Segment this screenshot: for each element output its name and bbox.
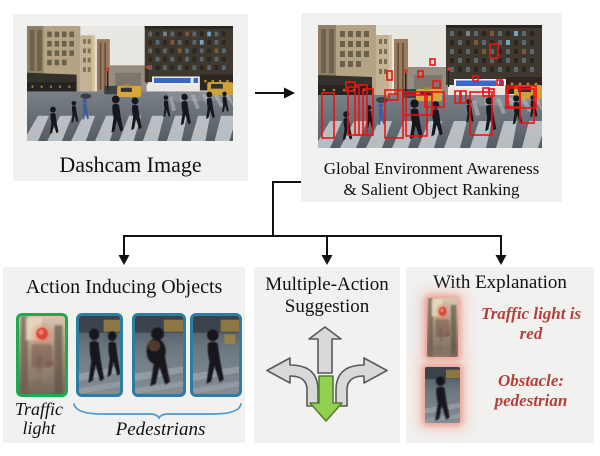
dashcam-photo	[27, 26, 233, 141]
suggestion-title: Multiple-Action Suggestion	[254, 274, 400, 319]
pedestrian-crop-1	[76, 313, 123, 397]
traffic-light-label: Traffic light	[14, 399, 63, 438]
obstacle-explanation: Obstacle: pedestrian	[494, 371, 568, 411]
action-objects-title: Action Inducing Objects	[25, 276, 223, 298]
left-turn-arrow-icon	[266, 357, 319, 407]
suggestion-title-line1: Multiple-Action	[265, 274, 389, 295]
suggestion-title-line2: Suggestion	[284, 296, 370, 318]
action-suggestion-panel: Multiple-Action Suggestion	[254, 267, 400, 443]
salient-object-boxes	[321, 43, 537, 139]
action-arrows-icon	[266, 326, 388, 422]
pedestrians-brace	[73, 403, 242, 420]
explanation-panel: With Explanation Traffic light is red Ob…	[406, 267, 594, 443]
right-turn-arrow-icon	[335, 357, 388, 407]
explained-traffic-light-crop	[427, 298, 458, 357]
awareness-card: Global Environment Awareness & Salient O…	[301, 13, 562, 202]
explained-pedestrian-crop	[425, 367, 460, 423]
pedestrian-crop-2	[132, 313, 186, 397]
pedestrian-crop-3	[190, 313, 242, 397]
down-stop-arrow-icon	[309, 375, 343, 422]
dashcam-caption: Dashcam Image	[59, 152, 202, 177]
awareness-caption: Global Environment Awareness & Salient O…	[301, 159, 562, 200]
action-objects-panel: Action Inducing Objects	[3, 267, 245, 443]
dashcam-card: Dashcam Image	[13, 14, 248, 181]
explanation-title: With Explanation	[433, 272, 567, 293]
pedestrians-label: Pedestrians	[115, 419, 206, 440]
awareness-caption-line1: Global Environment Awareness	[323, 159, 540, 178]
right-arrow	[255, 87, 295, 99]
forward-arrow-icon	[308, 326, 342, 374]
traffic-light-explanation: Traffic light is red	[480, 304, 582, 344]
traffic-light-crop	[16, 313, 68, 397]
ranked-objects-photo	[318, 25, 542, 148]
awareness-caption-line2: & Salient Object Ranking	[343, 179, 520, 199]
